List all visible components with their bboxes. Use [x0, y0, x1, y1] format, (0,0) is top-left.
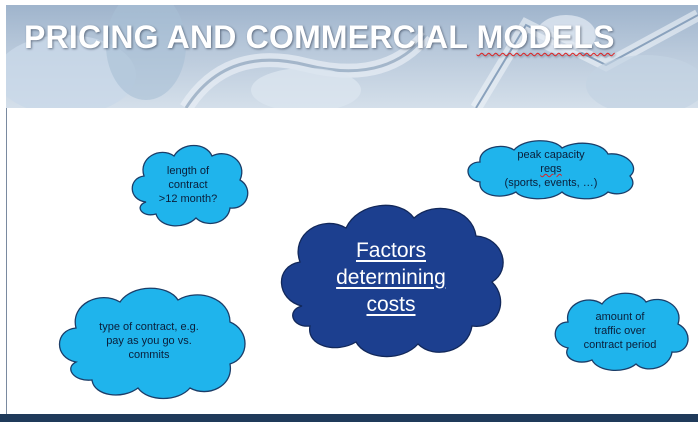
cloud-text: peak capacity reqs (sports, events, …) — [462, 138, 640, 200]
cloud-line: costs — [366, 292, 416, 316]
title-banner: PRICING AND COMMERCIAL MODELS — [6, 5, 698, 108]
cloud-line: type of contract, e.g. — [99, 321, 199, 333]
slide-title: PRICING AND COMMERCIAL MODELS — [24, 19, 615, 56]
cloud-line: >12 month? — [158, 193, 218, 205]
cloud-line: length of — [166, 165, 210, 177]
cloud-text: length of contract >12 month? — [124, 140, 252, 230]
cloud-text: Factors determining costs — [272, 196, 510, 358]
cloud-shape — [59, 287, 246, 400]
cloud-line: Factors — [355, 238, 426, 262]
cloud-contract-length: length of contract >12 month? — [124, 140, 252, 230]
cloud-traffic-amount: amount of traffic over contract period — [548, 290, 692, 372]
cloud-line-part: peak capacity — [517, 149, 585, 161]
cloud-line: traffic over — [594, 325, 646, 337]
cloud-line: contract period — [583, 339, 657, 351]
left-frame-line — [6, 108, 7, 414]
cloud-line: commits — [128, 349, 170, 361]
cloud-line: peak capacity reqs — [505, 148, 598, 176]
cloud-line: determining — [336, 265, 446, 289]
cloud-line: pay as you go vs. — [106, 335, 192, 347]
title-text: PRICING AND COMMERCIAL — [24, 19, 477, 55]
cloud-shape — [131, 144, 249, 227]
cloud-shape — [554, 292, 689, 371]
lab-glassware-image — [6, 5, 698, 108]
cloud-shape — [280, 204, 504, 358]
cloud-line: amount of — [595, 311, 645, 323]
cloud-contract-type: type of contract, e.g. pay as you go vs.… — [50, 282, 248, 400]
cloud-line: (sports, events, …) — [504, 177, 598, 189]
cloud-text: amount of traffic over contract period — [548, 290, 692, 372]
cloud-peak-capacity: peak capacity reqs (sports, events, …) — [462, 138, 640, 200]
title-text-models: MODELS — [476, 19, 615, 55]
cloud-line: contract — [168, 179, 208, 191]
cloud-factors-determining-costs: Factors determining costs — [272, 196, 510, 358]
cloud-line-part: reqs — [540, 163, 562, 175]
bottom-bar — [0, 414, 698, 422]
cloud-text: type of contract, e.g. pay as you go vs.… — [50, 282, 248, 400]
cloud-shape — [467, 140, 635, 200]
